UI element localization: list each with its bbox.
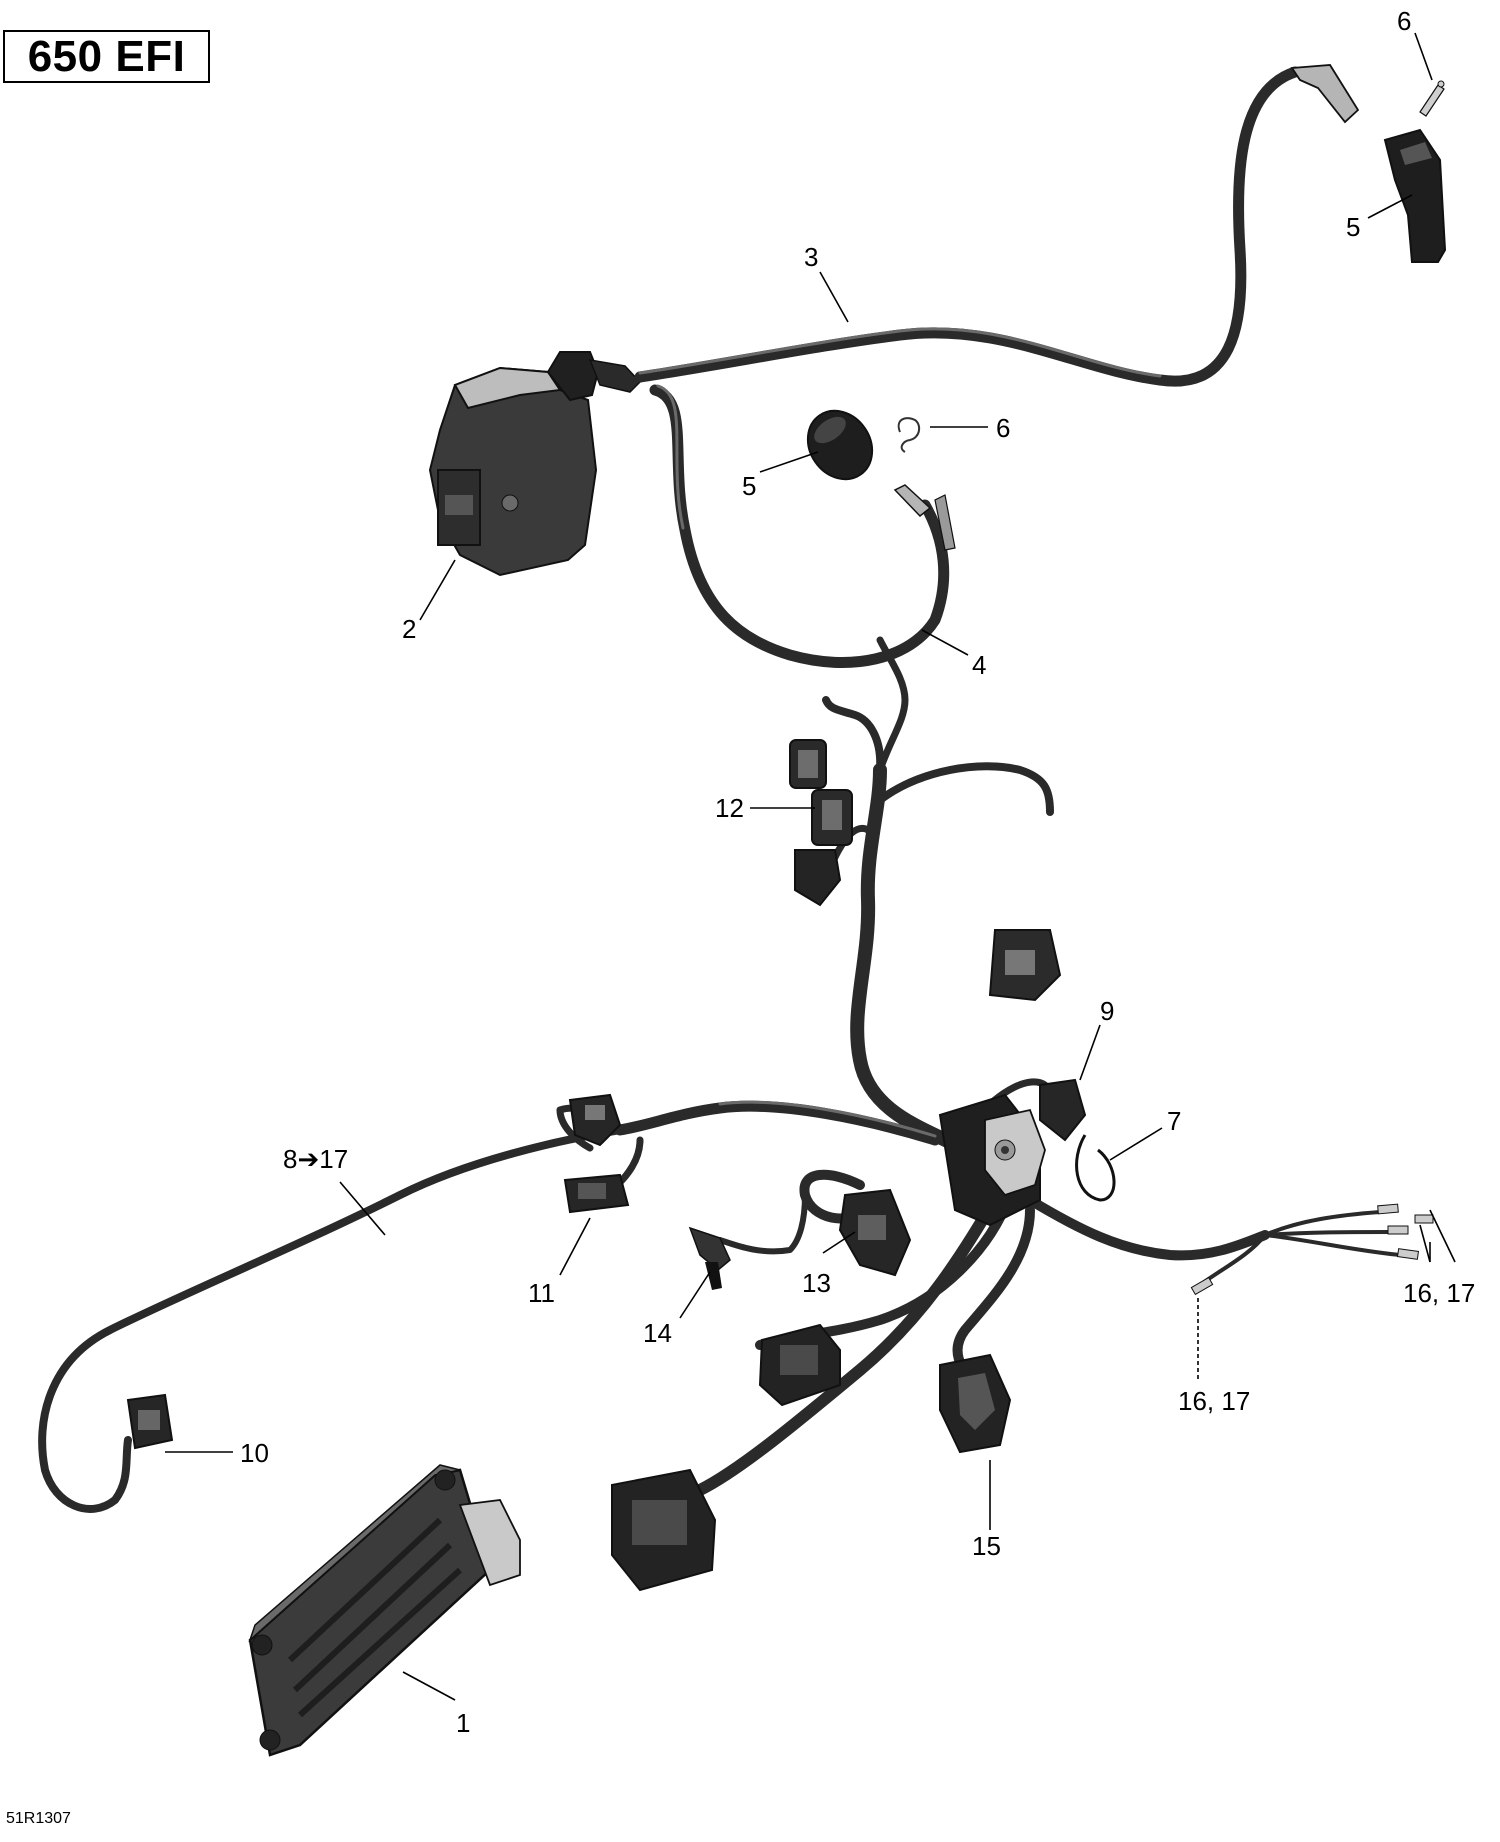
callout-13: 13 (802, 1268, 831, 1298)
callout-6-upper: 6 (1397, 6, 1411, 36)
wire-terminals-16-17 (1190, 1203, 1434, 1296)
model-label: 650 EFI (3, 30, 210, 83)
drawing-code: 51R1307 (6, 1810, 71, 1827)
spark-plug-cap-lower (806, 409, 874, 481)
high-tension-lead-long (634, 64, 1360, 387)
spring-clip-upper (1419, 80, 1445, 117)
connector-13 (838, 1188, 912, 1277)
sensor-8-17 (568, 1093, 622, 1147)
callout-5-upper: 5 (1346, 212, 1360, 242)
callout-1: 1 (456, 1708, 470, 1738)
connector-9 (1039, 1078, 1087, 1142)
callout-16-17-lower: 16, 17 (1178, 1386, 1250, 1416)
callout-15: 15 (972, 1531, 1001, 1561)
callout-14: 14 (643, 1318, 672, 1348)
connector-large (611, 1468, 717, 1592)
connector-injector (758, 1323, 841, 1407)
ecm-harness-connector (938, 1093, 1046, 1227)
callout-9: 9 (1100, 996, 1114, 1026)
spark-plug-cap-upper (1383, 128, 1447, 263)
engine-control-module (248, 1464, 521, 1757)
connector-15 (939, 1353, 1012, 1454)
clip-14 (688, 1226, 731, 1290)
connector-10 (126, 1393, 174, 1450)
callout-8-17: 8➔17 (283, 1144, 348, 1174)
callout-4: 4 (972, 650, 986, 680)
engine-wiring-harness (38, 636, 1402, 1513)
callout-10: 10 (240, 1438, 269, 1468)
callout-labels: 2 3 4 5 5 6 6 9 7 8➔17 10 11 12 13 14 15… (240, 6, 1475, 1738)
high-tension-lead-short (649, 384, 956, 668)
ground-loop-7 (1075, 1134, 1116, 1202)
callout-7: 7 (1167, 1106, 1181, 1136)
callout-16-17-right: 16, 17 (1403, 1278, 1475, 1308)
callout-6-lower: 6 (996, 413, 1010, 443)
throttle-sensor-connector (988, 929, 1062, 1002)
callout-5-lower: 5 (742, 471, 756, 501)
callout-11: 11 (528, 1278, 555, 1308)
ignition-coil (428, 351, 642, 577)
callout-3: 3 (804, 242, 818, 272)
callout-leaders (165, 32, 1456, 1701)
spring-clip-lower (897, 417, 921, 453)
connector-12 (789, 739, 853, 907)
connector-11 (563, 1173, 630, 1214)
callout-12: 12 (715, 793, 744, 823)
callout-2: 2 (402, 614, 416, 644)
